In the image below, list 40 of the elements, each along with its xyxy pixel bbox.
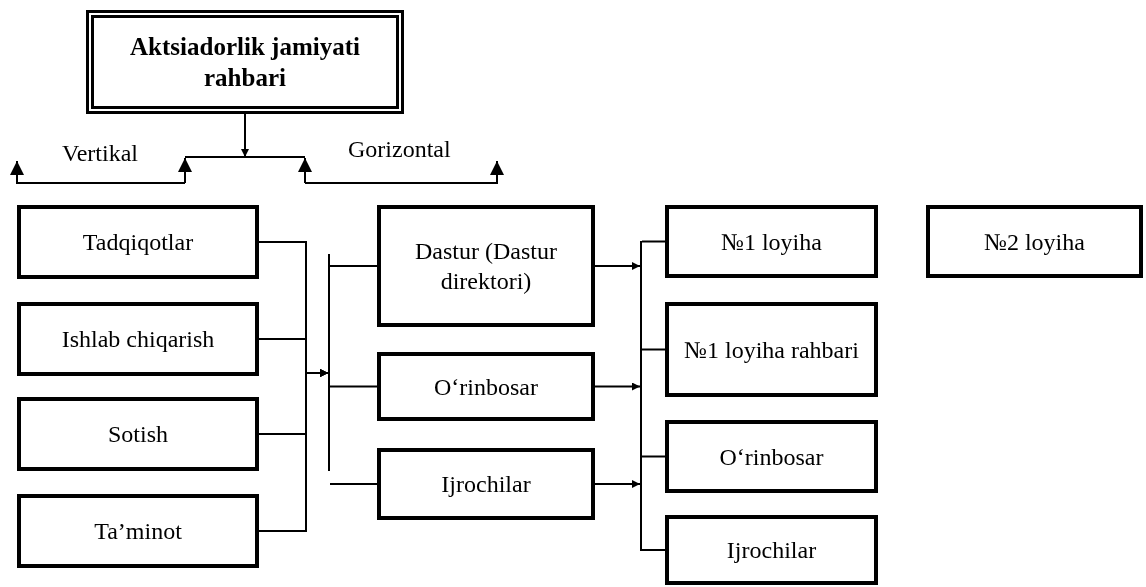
arrow — [594, 480, 641, 488]
org-box — [665, 302, 878, 397]
box-label: №1 loyiha — [721, 227, 822, 257]
connector-line — [641, 240, 666, 243]
box-label: O‘rinbosar — [719, 442, 824, 472]
box-label: Dastur (Dastur direktori) — [414, 237, 558, 296]
org-box — [17, 302, 259, 376]
box-label: Ishlab chiqarish — [61, 325, 215, 354]
org-box — [665, 515, 878, 585]
header-box — [86, 10, 404, 114]
connector-line — [641, 348, 666, 351]
connector-line — [329, 385, 378, 388]
arrow — [594, 382, 641, 391]
org-box — [377, 352, 595, 421]
box-label: Aktsiadorlik jamiyati rahbari — [129, 31, 361, 93]
org-box — [377, 205, 595, 327]
org-box — [665, 420, 878, 493]
org-box — [17, 205, 259, 279]
box-label: Sotish — [108, 420, 168, 449]
connector-line — [329, 265, 378, 267]
box-label: Tadqiqotlar — [82, 228, 194, 257]
direction-label: Vertikal — [62, 140, 138, 167]
arrow — [241, 113, 249, 158]
box-label: Ta’minot — [94, 517, 182, 546]
box-label: №2 loyiha — [984, 227, 1085, 257]
arrow — [258, 369, 329, 532]
connector-line — [641, 549, 666, 551]
box-label: Ijrochilar — [441, 470, 531, 499]
box-label: Ijrochilar — [726, 536, 817, 565]
org-box — [17, 494, 259, 568]
org-box — [926, 205, 1143, 278]
box-label: №1 loyiha rahbari — [684, 335, 859, 365]
org-box — [17, 397, 259, 471]
direction-label: Gorizontal — [348, 136, 451, 163]
arrow — [594, 262, 641, 270]
box-label: O‘rinbosar — [434, 372, 538, 402]
org-box — [377, 448, 595, 520]
connector-line — [641, 455, 666, 458]
org-box — [665, 205, 878, 278]
connector-line — [329, 483, 378, 485]
